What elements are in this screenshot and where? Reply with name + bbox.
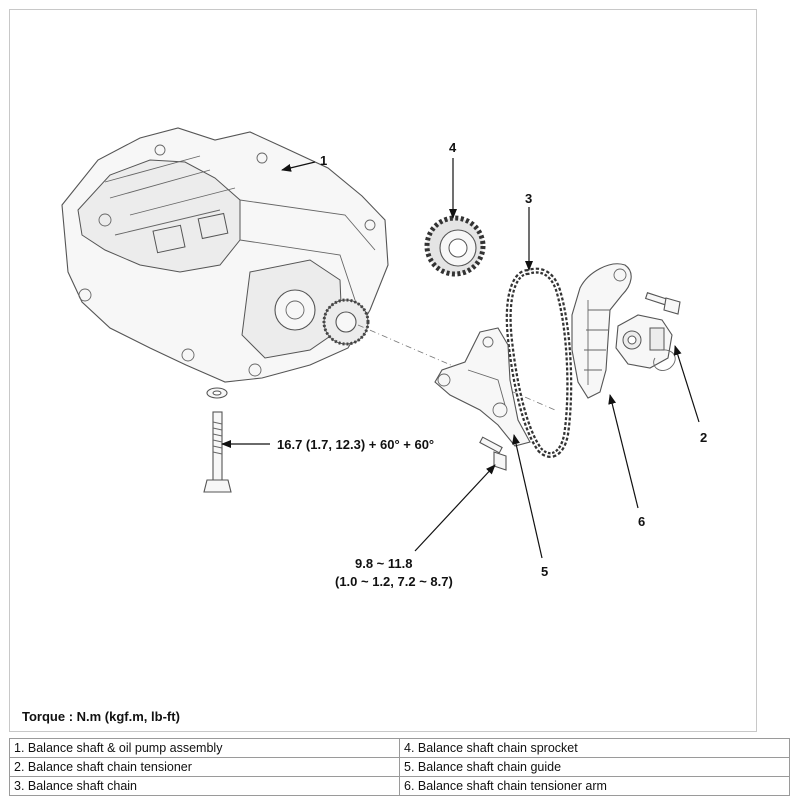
parts-legend-table: 1. Balance shaft & oil pump assembly 4. … (9, 738, 790, 796)
callout-5: 5 (541, 564, 548, 579)
tensioner-bolt (644, 292, 681, 315)
balance-shaft-oil-pump-assembly (61, 127, 389, 383)
mounting-bolt (203, 387, 232, 493)
legend-cell: 1. Balance shaft & oil pump assembly (9, 738, 400, 758)
legend-row: 3. Balance shaft chain 6. Balance shaft … (9, 776, 790, 796)
balance-shaft-chain-sprocket (424, 215, 486, 277)
diagram-artwork: 1 4 3 2 6 5 16.7 (1.7, 12.3) + 60° + 60°… (61, 127, 707, 589)
legend-cell: 6. Balance shaft chain tensioner arm (399, 776, 790, 796)
legend-cell: 3. Balance shaft chain (9, 776, 400, 796)
legend-row: 2. Balance shaft chain tensioner 5. Bala… (9, 757, 790, 777)
guide-bolt-torque-line2: (1.0 ~ 1.2, 7.2 ~ 8.7) (335, 574, 453, 589)
callout-2: 2 (700, 430, 707, 445)
main-bolt-torque: 16.7 (1.7, 12.3) + 60° + 60° (277, 437, 434, 452)
balance-shaft-chain-tensioner-arm (571, 263, 632, 399)
callout-3: 3 (525, 191, 532, 206)
callout-1: 1 (320, 153, 327, 168)
legend-cell: 4. Balance shaft chain sprocket (399, 738, 790, 758)
guide-bolt-torque-line1: 9.8 ~ 11.8 (355, 556, 412, 571)
callout-6: 6 (638, 514, 645, 529)
balance-shaft-chain-tensioner (615, 314, 676, 371)
exploded-diagram: 1 4 3 2 6 5 16.7 (1.7, 12.3) + 60° + 60°… (9, 9, 757, 732)
balance-shaft-chain (505, 267, 573, 458)
balance-shaft-chain-guide (434, 327, 531, 471)
legend-cell: 5. Balance shaft chain guide (399, 757, 790, 777)
torque-unit-note: Torque : N.m (kgf.m, lb-ft) (22, 709, 180, 724)
callout-4: 4 (449, 140, 457, 155)
legend-cell: 2. Balance shaft chain tensioner (9, 757, 400, 777)
legend-row: 1. Balance shaft & oil pump assembly 4. … (9, 738, 790, 758)
